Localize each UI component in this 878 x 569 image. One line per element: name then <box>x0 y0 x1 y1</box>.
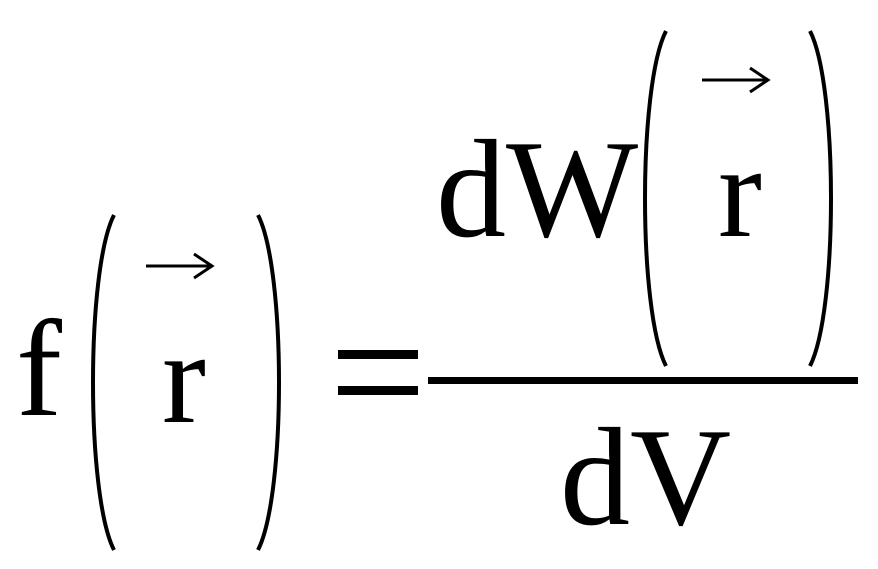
lhs-right-paren <box>256 214 281 551</box>
denominator-differential-dV: dV <box>560 400 732 555</box>
lhs-left-paren <box>91 214 116 551</box>
lhs-argument-r: r <box>162 304 206 451</box>
numerator-right-paren <box>808 30 833 367</box>
numerator-vector-arrow-icon <box>702 66 771 94</box>
lhs-vector-arrow-icon <box>146 252 215 280</box>
numerator-differential-dW: dW <box>436 112 639 267</box>
numerator-left-paren <box>643 30 668 367</box>
fraction-bar <box>428 377 858 384</box>
equals-sign <box>338 350 418 395</box>
function-symbol-f: f <box>16 292 62 445</box>
numerator-argument-r: r <box>718 118 762 265</box>
